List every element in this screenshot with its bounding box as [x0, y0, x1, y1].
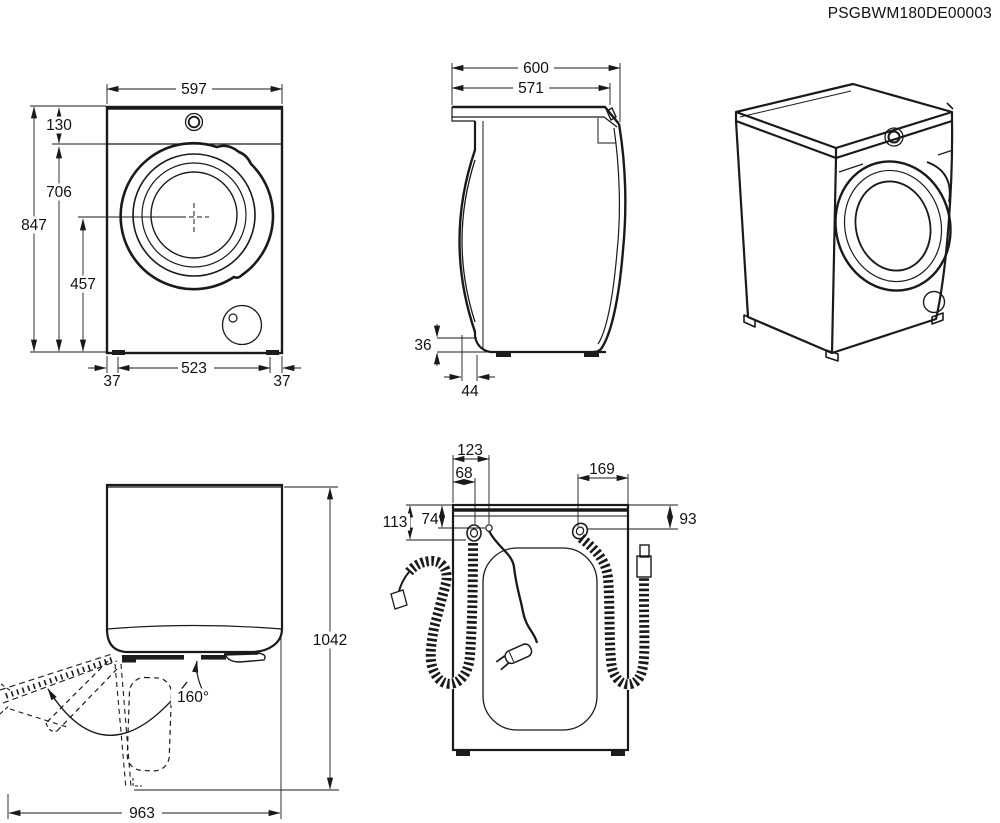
- door-handle-3d: [926, 161, 951, 203]
- filter-flap: [221, 304, 263, 346]
- dim-label: 600: [523, 60, 549, 77]
- rear-cabinet: [451, 503, 630, 752]
- dim-label: 523: [181, 360, 207, 377]
- dim-front-total-height: 847: [16, 106, 52, 352]
- side-view: 600 571 36 44: [409, 59, 627, 400]
- dim-side-total-depth: 600: [451, 59, 621, 77]
- dim-cord-offset: 123: [452, 442, 490, 463]
- front-right-foot: [266, 350, 279, 355]
- door-hinge: [122, 659, 136, 663]
- document-code: PSGBWM180DE00003: [827, 5, 992, 22]
- dim-label: 1042: [313, 632, 347, 649]
- rear-left-foot: [456, 750, 470, 756]
- rear-right-foot: [611, 750, 625, 756]
- door-edge: [201, 655, 226, 660]
- front-view: 597 847 130 706 457: [16, 80, 301, 390]
- door-center-cross: [181, 203, 209, 232]
- door-handle-pocket: [223, 652, 266, 663]
- dim-drain-drop: 113: [378, 505, 414, 540]
- side-front-foot: [496, 352, 511, 357]
- dim-front-width: 597: [106, 80, 283, 98]
- dim-side-door-protrusion: 44: [444, 373, 495, 400]
- dim-label: 963: [129, 805, 155, 822]
- program-knob-3d: [884, 127, 904, 147]
- dim-label: 37: [273, 373, 290, 390]
- dim-drain-offset: 68: [452, 465, 476, 486]
- filter-flap-3d: [922, 290, 946, 314]
- dim-right-foot-offset: 37: [273, 364, 301, 390]
- dim-label: 457: [70, 276, 96, 293]
- dim-label: 37: [103, 373, 120, 390]
- dim-feet-spacing: 523: [117, 359, 271, 377]
- front-panel-3d: [831, 120, 954, 355]
- dim-label: 847: [21, 217, 47, 234]
- dim-label: 571: [518, 80, 544, 97]
- inlet-coupling: [636, 555, 652, 578]
- dim-front-top-panel: 130: [41, 107, 77, 144]
- door-3d: [834, 160, 952, 292]
- front-curve: [105, 628, 284, 654]
- dim-label: 706: [46, 184, 72, 201]
- dim-label: 123: [457, 442, 483, 459]
- dim-label: 169: [589, 461, 615, 478]
- dim-label: 68: [455, 465, 472, 482]
- foot-3d: [743, 314, 756, 328]
- door-edge: [122, 655, 184, 660]
- inlet-hose: [571, 522, 652, 690]
- dim-label: 130: [46, 117, 72, 134]
- door-swing-view: 160° 1042 963: [0, 483, 352, 822]
- dim-left-foot-offset: 37: [88, 364, 121, 390]
- side-rear-profile: [593, 106, 627, 354]
- power-cord: [485, 524, 539, 671]
- dim-label: 36: [414, 337, 431, 354]
- dim-depth-door-open: 1042: [307, 487, 352, 790]
- side-door-profile: [458, 121, 491, 354]
- foot-3d: [931, 312, 944, 325]
- side-panel-3d: [734, 120, 838, 355]
- worktop-3d: [734, 82, 954, 150]
- dim-inlet-drop: 93: [666, 505, 697, 529]
- power-plug: [495, 643, 533, 671]
- side-knob-tick: [606, 106, 617, 122]
- side-rear-foot: [584, 352, 599, 357]
- dim-label: 44: [461, 383, 479, 400]
- drain-hose-end: [390, 589, 408, 610]
- dim-label: 113: [383, 514, 408, 531]
- rear-view: 123 68 169 113 74 93: [378, 442, 697, 756]
- dim-width-door-open: 963: [8, 804, 281, 822]
- swing-arc: 160°: [47, 660, 215, 736]
- program-knob: [184, 112, 204, 132]
- dim-inlet-offset: 169: [577, 461, 629, 482]
- dim-label: 93: [679, 511, 696, 528]
- door-seal-ticks: [5, 656, 115, 699]
- dim-side-body-depth: 571: [451, 79, 611, 97]
- side-worktop: [451, 105, 620, 128]
- perspective-view: [734, 82, 954, 362]
- dim-label: 74: [421, 511, 439, 528]
- front-cabinet: [105, 105, 284, 355]
- drain-hose: [390, 524, 482, 690]
- foot-3d: [825, 349, 839, 362]
- rear-panel-recess: [482, 547, 598, 731]
- cabinet-top-outline: [105, 483, 284, 631]
- door: [78, 141, 275, 291]
- dim-label: 160°: [177, 689, 209, 706]
- dim-side-plinth: 36: [409, 324, 441, 366]
- dim-label: 597: [181, 81, 207, 98]
- front-left-foot: [112, 350, 125, 355]
- dim-cord-drop: 74: [421, 505, 446, 528]
- dim-front-door-center: 457: [65, 218, 101, 352]
- door-open-positions: [0, 653, 173, 790]
- dim-front-body: 706: [41, 146, 77, 352]
